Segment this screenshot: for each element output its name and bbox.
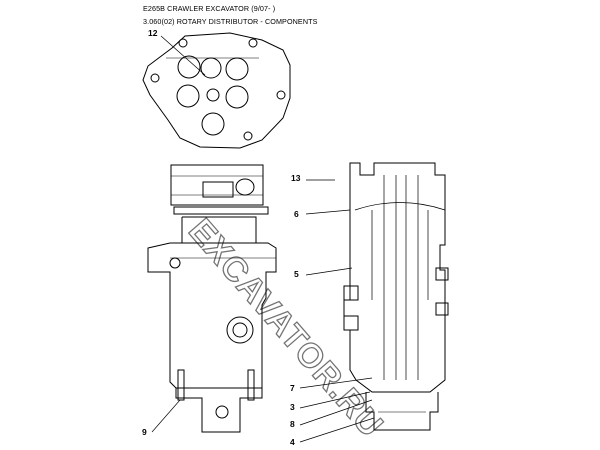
callout-13: 13: [291, 173, 301, 183]
leader-lines: [151, 35, 375, 443]
callout-3: 3: [290, 402, 295, 412]
top-view-cap: [142, 32, 291, 149]
callout-4: 4: [290, 437, 295, 447]
callout-5: 5: [294, 269, 299, 279]
side-view-body: [147, 164, 277, 433]
callout-9: 9: [142, 427, 147, 437]
callout-12: 12: [148, 28, 158, 38]
callout-6: 6: [294, 209, 299, 219]
diagram-subtitle: 3.060(02) ROTARY DISTRIBUTOR - COMPONENT…: [143, 17, 318, 26]
section-view: [343, 162, 449, 431]
diagram-title: E265B CRAWLER EXCAVATOR (9/07- ): [143, 4, 276, 13]
callout-8: 8: [290, 419, 295, 429]
callout-7: 7: [290, 383, 295, 393]
